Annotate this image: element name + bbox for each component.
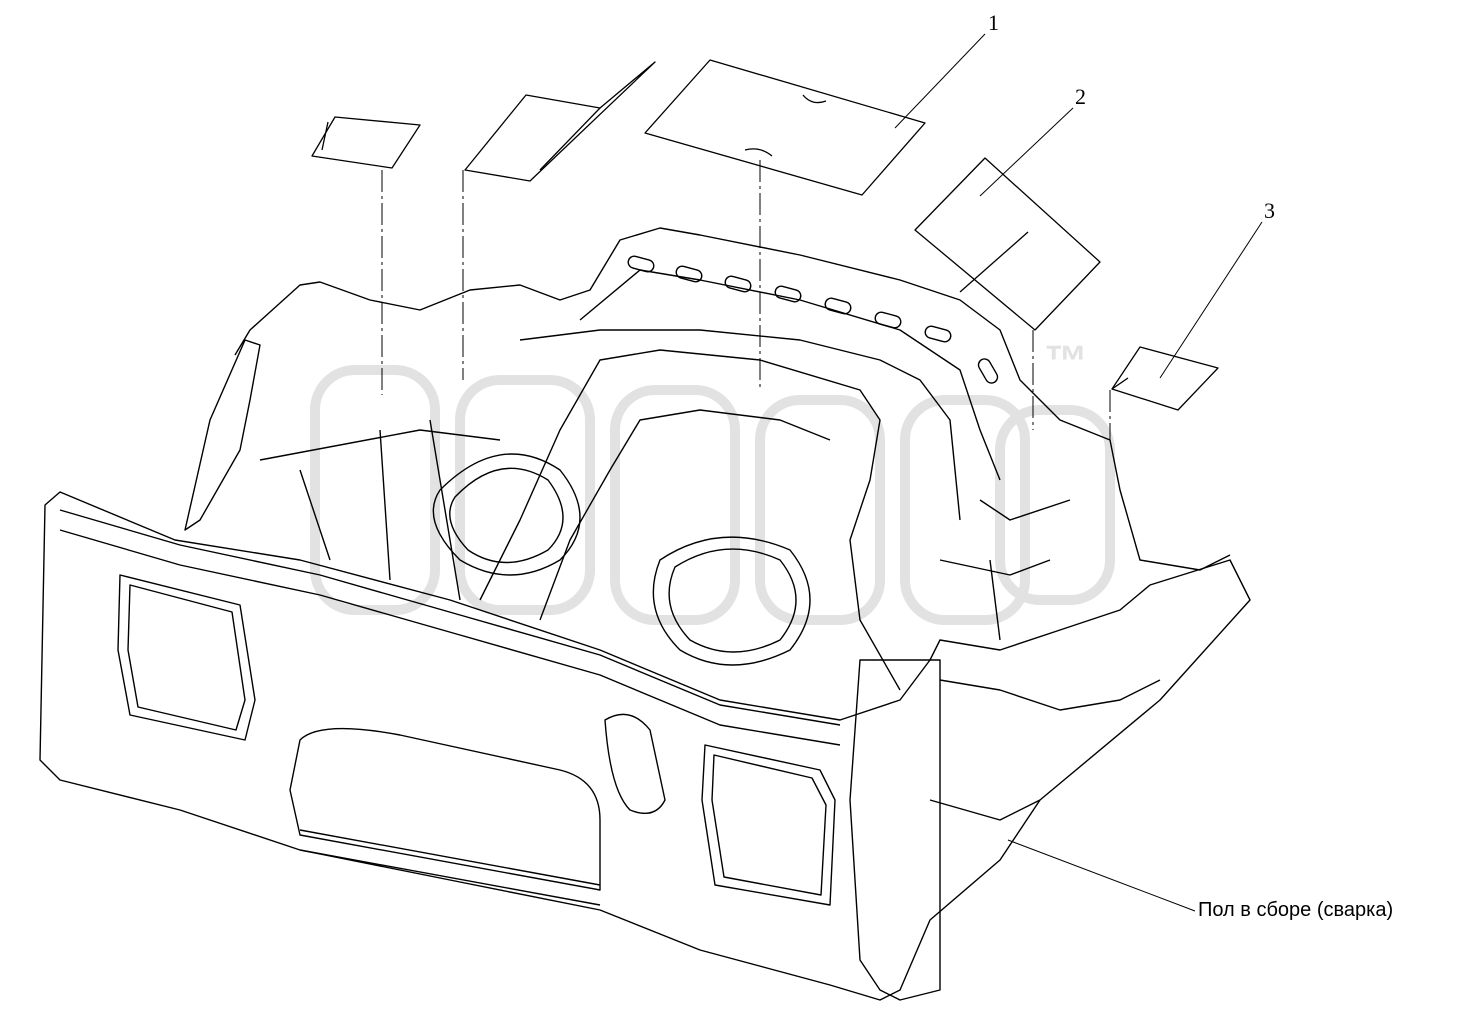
right-opening: [701, 744, 836, 906]
leader-assembly: [1007, 839, 1196, 912]
right-wheel-well: [652, 536, 811, 666]
trademark-sign: ™: [1044, 337, 1088, 386]
watermark-logo: [310, 365, 1115, 625]
floor-outline: [39, 491, 1251, 1001]
callout-1: 1: [988, 10, 999, 35]
leader-3: [1159, 221, 1263, 379]
panel-parts: [311, 59, 1219, 411]
leader-2: [979, 107, 1074, 197]
oval-recess: [604, 713, 666, 814]
left-wheel-well: [432, 453, 581, 576]
left-opening: [117, 574, 256, 741]
rear-wall: [234, 227, 1231, 571]
patch-bent: [464, 61, 656, 182]
right-pillar: [849, 659, 941, 1001]
floor-body: [39, 227, 1251, 1001]
front-plate: [289, 727, 601, 891]
callout-2: 2: [1075, 84, 1086, 109]
leader-lines: [894, 33, 1263, 912]
part-1-panel: [644, 59, 926, 196]
assembly-axes: [381, 160, 1111, 440]
leader-1: [894, 33, 986, 129]
patch-left: [311, 116, 421, 169]
center-tunnel: [479, 349, 901, 691]
left-side-post: [184, 339, 261, 531]
part-3-panel: [1111, 346, 1219, 411]
callout-assembly: Пол в сборе (сварка): [1198, 899, 1394, 921]
callout-3: 3: [1264, 198, 1275, 223]
part-2-panel: [914, 157, 1101, 331]
wall-slots: [627, 255, 999, 384]
